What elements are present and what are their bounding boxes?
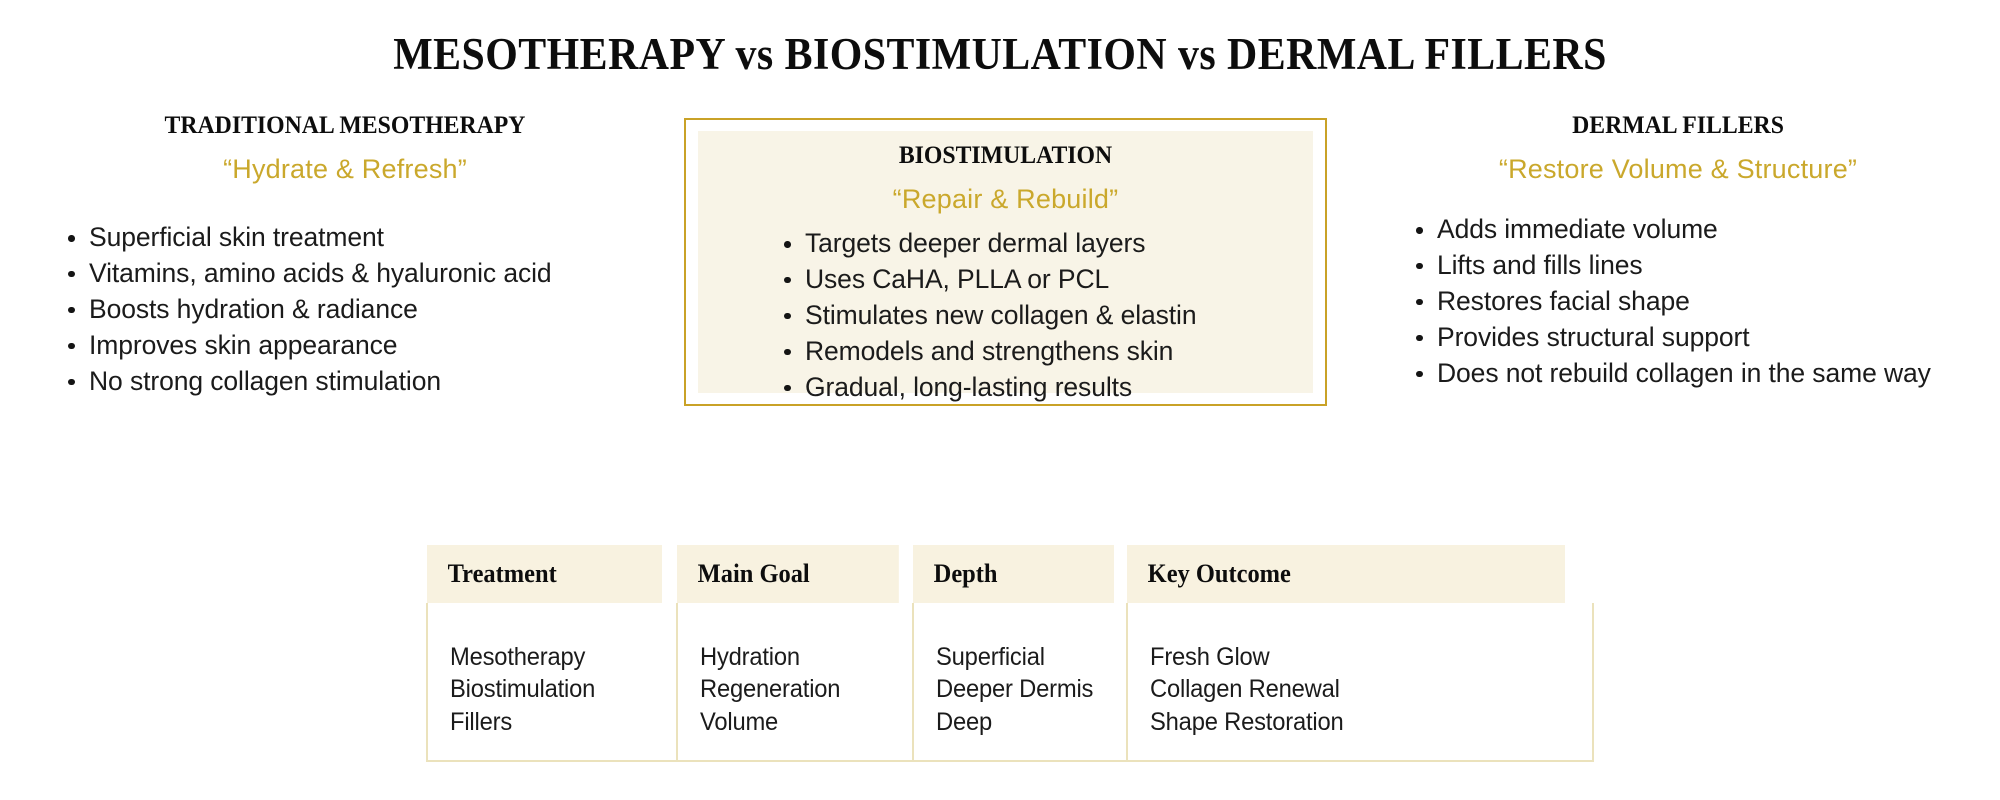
column-header-treatment: Treatment [427,545,662,603]
column-biostimulation: BIOSTIMULATION “Repair & Rebuild” Target… [684,118,1327,406]
cell-value: Deep [936,707,993,736]
cell-value: Collagen Renewal [1150,675,1340,704]
cell-list-depth: Superficial Deeper Dermis Deep [936,641,1117,738]
cell-list-key-outcome: Fresh Glow Collagen Renewal Shape Restor… [1150,641,1570,738]
column-subtitle: “Hydrate & Refresh” [223,153,467,184]
list-item: Vitamins, amino acids & hyaluronic acid [60,256,650,292]
biostimulation-highlight-panel [684,118,1327,406]
bullet-list-fillers: Adds immediate volume Lifts and fills li… [1408,212,1988,392]
list-item: No strong collagen stimulation [60,364,650,400]
column-heading: BIOSTIMULATION [898,142,1113,169]
cell-value: Regeneration [700,675,841,704]
cell-value: Biostimulation [450,675,596,704]
cell-main-goal: Hydration Regeneration Volume [676,603,914,762]
list-item: Stimulates new collagen & elastin [776,298,1296,334]
comparison-table: Treatment Main Goal Depth Key Outcome Me… [426,545,1594,762]
cell-value: Fillers [450,707,513,736]
cell-value: Superficial [936,643,1045,671]
column-header-main-goal: Main Goal [677,545,899,603]
cell-value: Volume [700,707,779,736]
list-item: Uses CaHA, PLLA or PCL [776,262,1296,298]
column-header-depth: Depth [913,545,1115,603]
panel-inner-fill [698,131,1313,393]
page-title: MESOTHERAPY vs BIOSTIMULATION vs DERMAL … [393,29,1607,79]
cell-value: Hydration [700,643,800,671]
table-row: Mesotherapy Biostimulation Fillers Hydra… [426,603,1594,762]
list-item: Adds immediate volume [1408,212,1988,248]
cell-key-outcome: Fresh Glow Collagen Renewal Shape Restor… [1126,603,1594,762]
list-item: Gradual, long-lasting results [776,370,1296,406]
list-item: Provides structural support [1408,320,1988,356]
comparison-columns: TRADITIONAL MESOTHERAPY “Hydrate & Refre… [0,112,2000,522]
column-heading: TRADITIONAL MESOTHERAPY [164,112,526,139]
list-item: Remodels and strengthens skin [776,334,1296,370]
column-dermal-fillers: DERMAL FILLERS “Restore Volume & Structu… [1378,112,1978,388]
summary-table-container: Treatment Main Goal Depth Key Outcome Me… [426,545,1594,762]
cell-value: Deeper Dermis [936,675,1094,704]
column-heading: DERMAL FILLERS [1572,112,1784,139]
column-header-key-outcome: Key Outcome [1127,545,1566,603]
cell-depth: Superficial Deeper Dermis Deep [912,603,1128,762]
column-traditional-mesotherapy: TRADITIONAL MESOTHERAPY “Hydrate & Refre… [40,112,650,396]
cell-treatment: Mesotherapy Biostimulation Fillers [426,603,678,762]
cell-list-main-goal: Hydration Regeneration Volume [700,641,901,738]
list-item: Does not rebuild collagen in the same wa… [1408,356,1988,392]
list-item: Lifts and fills lines [1408,248,1988,284]
table-header-row: Treatment Main Goal Depth Key Outcome [427,545,1593,603]
bullet-list-mesotherapy: Superficial skin treatment Vitamins, ami… [60,220,650,400]
list-item: Improves skin appearance [60,328,650,364]
cell-value: Shape Restoration [1150,707,1344,736]
cell-list-treatment: Mesotherapy Biostimulation Fillers [450,641,665,738]
column-subtitle: “Restore Volume & Structure” [1498,153,1858,184]
list-item: Boosts hydration & radiance [60,292,650,328]
cell-value: Mesotherapy [450,643,586,671]
cell-value: Fresh Glow [1150,643,1270,671]
bullet-list-biostimulation: Targets deeper dermal layers Uses CaHA, … [776,226,1296,406]
column-subtitle: “Repair & Rebuild” [892,183,1119,214]
list-item: Superficial skin treatment [60,220,650,256]
list-item: Restores facial shape [1408,284,1988,320]
list-item: Targets deeper dermal layers [776,226,1296,262]
